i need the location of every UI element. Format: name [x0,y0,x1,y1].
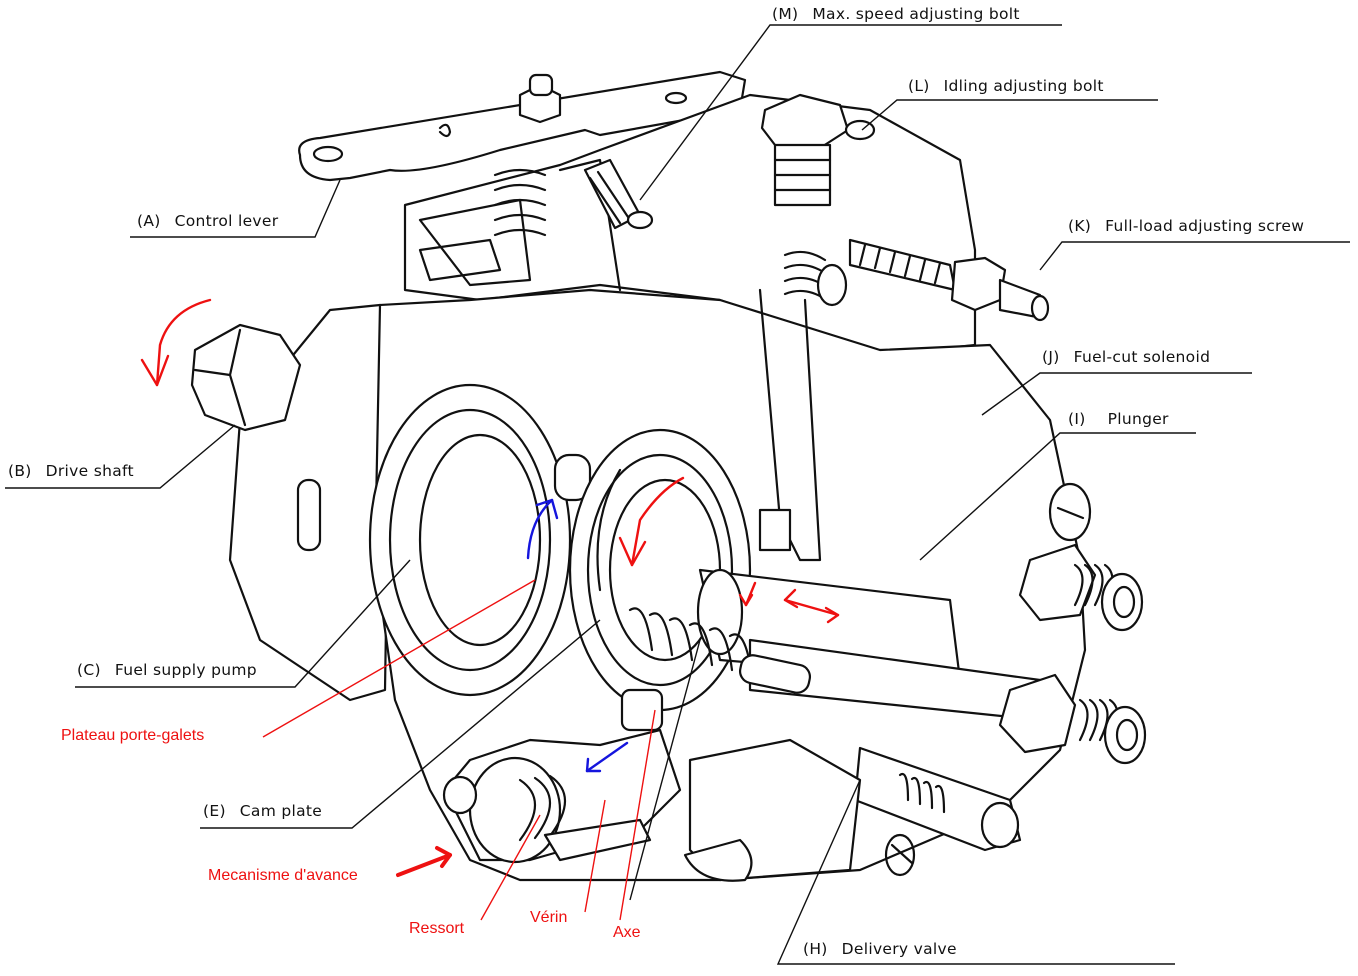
leader-k [1039,241,1350,271]
callout-code: (J) [1042,348,1060,366]
annotation-mecanisme-avance: Mecanisme d'avance [208,867,358,884]
callout-code: (B) [8,462,32,480]
callout-code: (A) [137,212,161,230]
control-lever-plate [298,70,747,182]
leader-axe [619,709,656,921]
callout-code: (E) [203,802,226,820]
leader-verin [584,799,606,913]
callout-text: Fuel supply pump [114,661,257,679]
idling-bolt-hex [760,93,850,150]
callout-full-load-screw: (K) Full-load adjusting screw [1068,217,1304,235]
callout-text: Cam plate [239,802,323,820]
leader-l [861,99,1158,131]
callout-text: Max. speed adjusting bolt [812,5,1020,23]
leader-e [200,619,601,829]
callout-fuel-cut-solenoid: (J) Fuel-cut solenoid [1042,348,1210,366]
callout-code: (L) [908,77,930,95]
leader-a [130,179,341,238]
roller-ring [368,383,592,697]
callout-text: Plunger [1107,410,1169,428]
leader-c [75,559,411,688]
advance-mechanism-arrow [396,846,452,877]
callout-delivery-valve: (H) Delivery valve [803,940,957,958]
plunger-rotation-arrow [738,581,757,607]
callout-text: Control lever [174,212,279,230]
callout-text: Idling adjusting bolt [943,77,1104,95]
leader-j [981,372,1252,416]
advance-piston-arrow [585,741,629,773]
pump-illustration [190,70,1147,882]
leader-b [5,424,236,489]
annotation-axe: Axe [613,924,641,941]
callout-code: (I) [1068,410,1086,428]
annotation-ressort: Ressort [409,920,465,937]
leader-i [919,432,1196,561]
advance-mechanism [442,688,682,864]
callout-code: (C) [77,661,101,679]
motion-arrows [140,298,840,877]
leader-m [639,24,1062,201]
plunger-assembly [628,568,1042,722]
drive-shaft-nut [190,323,302,432]
cam-plate-rotation-arrow [618,476,685,567]
callout-fuel-supply-pump: (C) Fuel supply pump [77,661,257,679]
delivery-outlet-lower [998,673,1147,765]
callout-control-lever: (A) Control lever [137,212,278,230]
plunger-stroke-arrow [783,588,840,624]
callout-code: (M) [772,5,799,23]
callout-text: Drive shaft [45,462,134,480]
callout-drive-shaft: (B) Drive shaft [8,462,134,480]
annotation-plateau-porte-galets: Plateau porte-galets [61,727,205,744]
callout-max-speed-bolt: (M) Max. speed adjusting bolt [772,5,1020,23]
leader-h [776,779,1175,965]
callout-idling-bolt: (L) Idling adjusting bolt [908,77,1104,95]
annotation-leaders [262,579,656,921]
callout-code: (H) [803,940,828,958]
callout-plunger: (I) Plunger [1068,410,1169,428]
callout-code: (K) [1068,217,1092,235]
leader-extra [629,639,701,901]
delivery-outlet-upper [1018,543,1144,632]
delivery-valve-assembly [853,746,1022,877]
callout-text: Full-load adjusting screw [1105,217,1305,235]
leader-plateau [262,579,536,738]
leader-ressort [480,814,541,921]
roller-ring-rotation-arrow [526,498,559,560]
callout-cam-plate: (E) Cam plate [203,802,322,820]
drive-rotation-arrow [140,298,212,387]
leader-lines [5,24,1350,965]
annotation-verin: Vérin [530,909,568,926]
callout-text: Fuel-cut solenoid [1073,348,1211,366]
callout-text: Delivery valve [841,940,957,958]
